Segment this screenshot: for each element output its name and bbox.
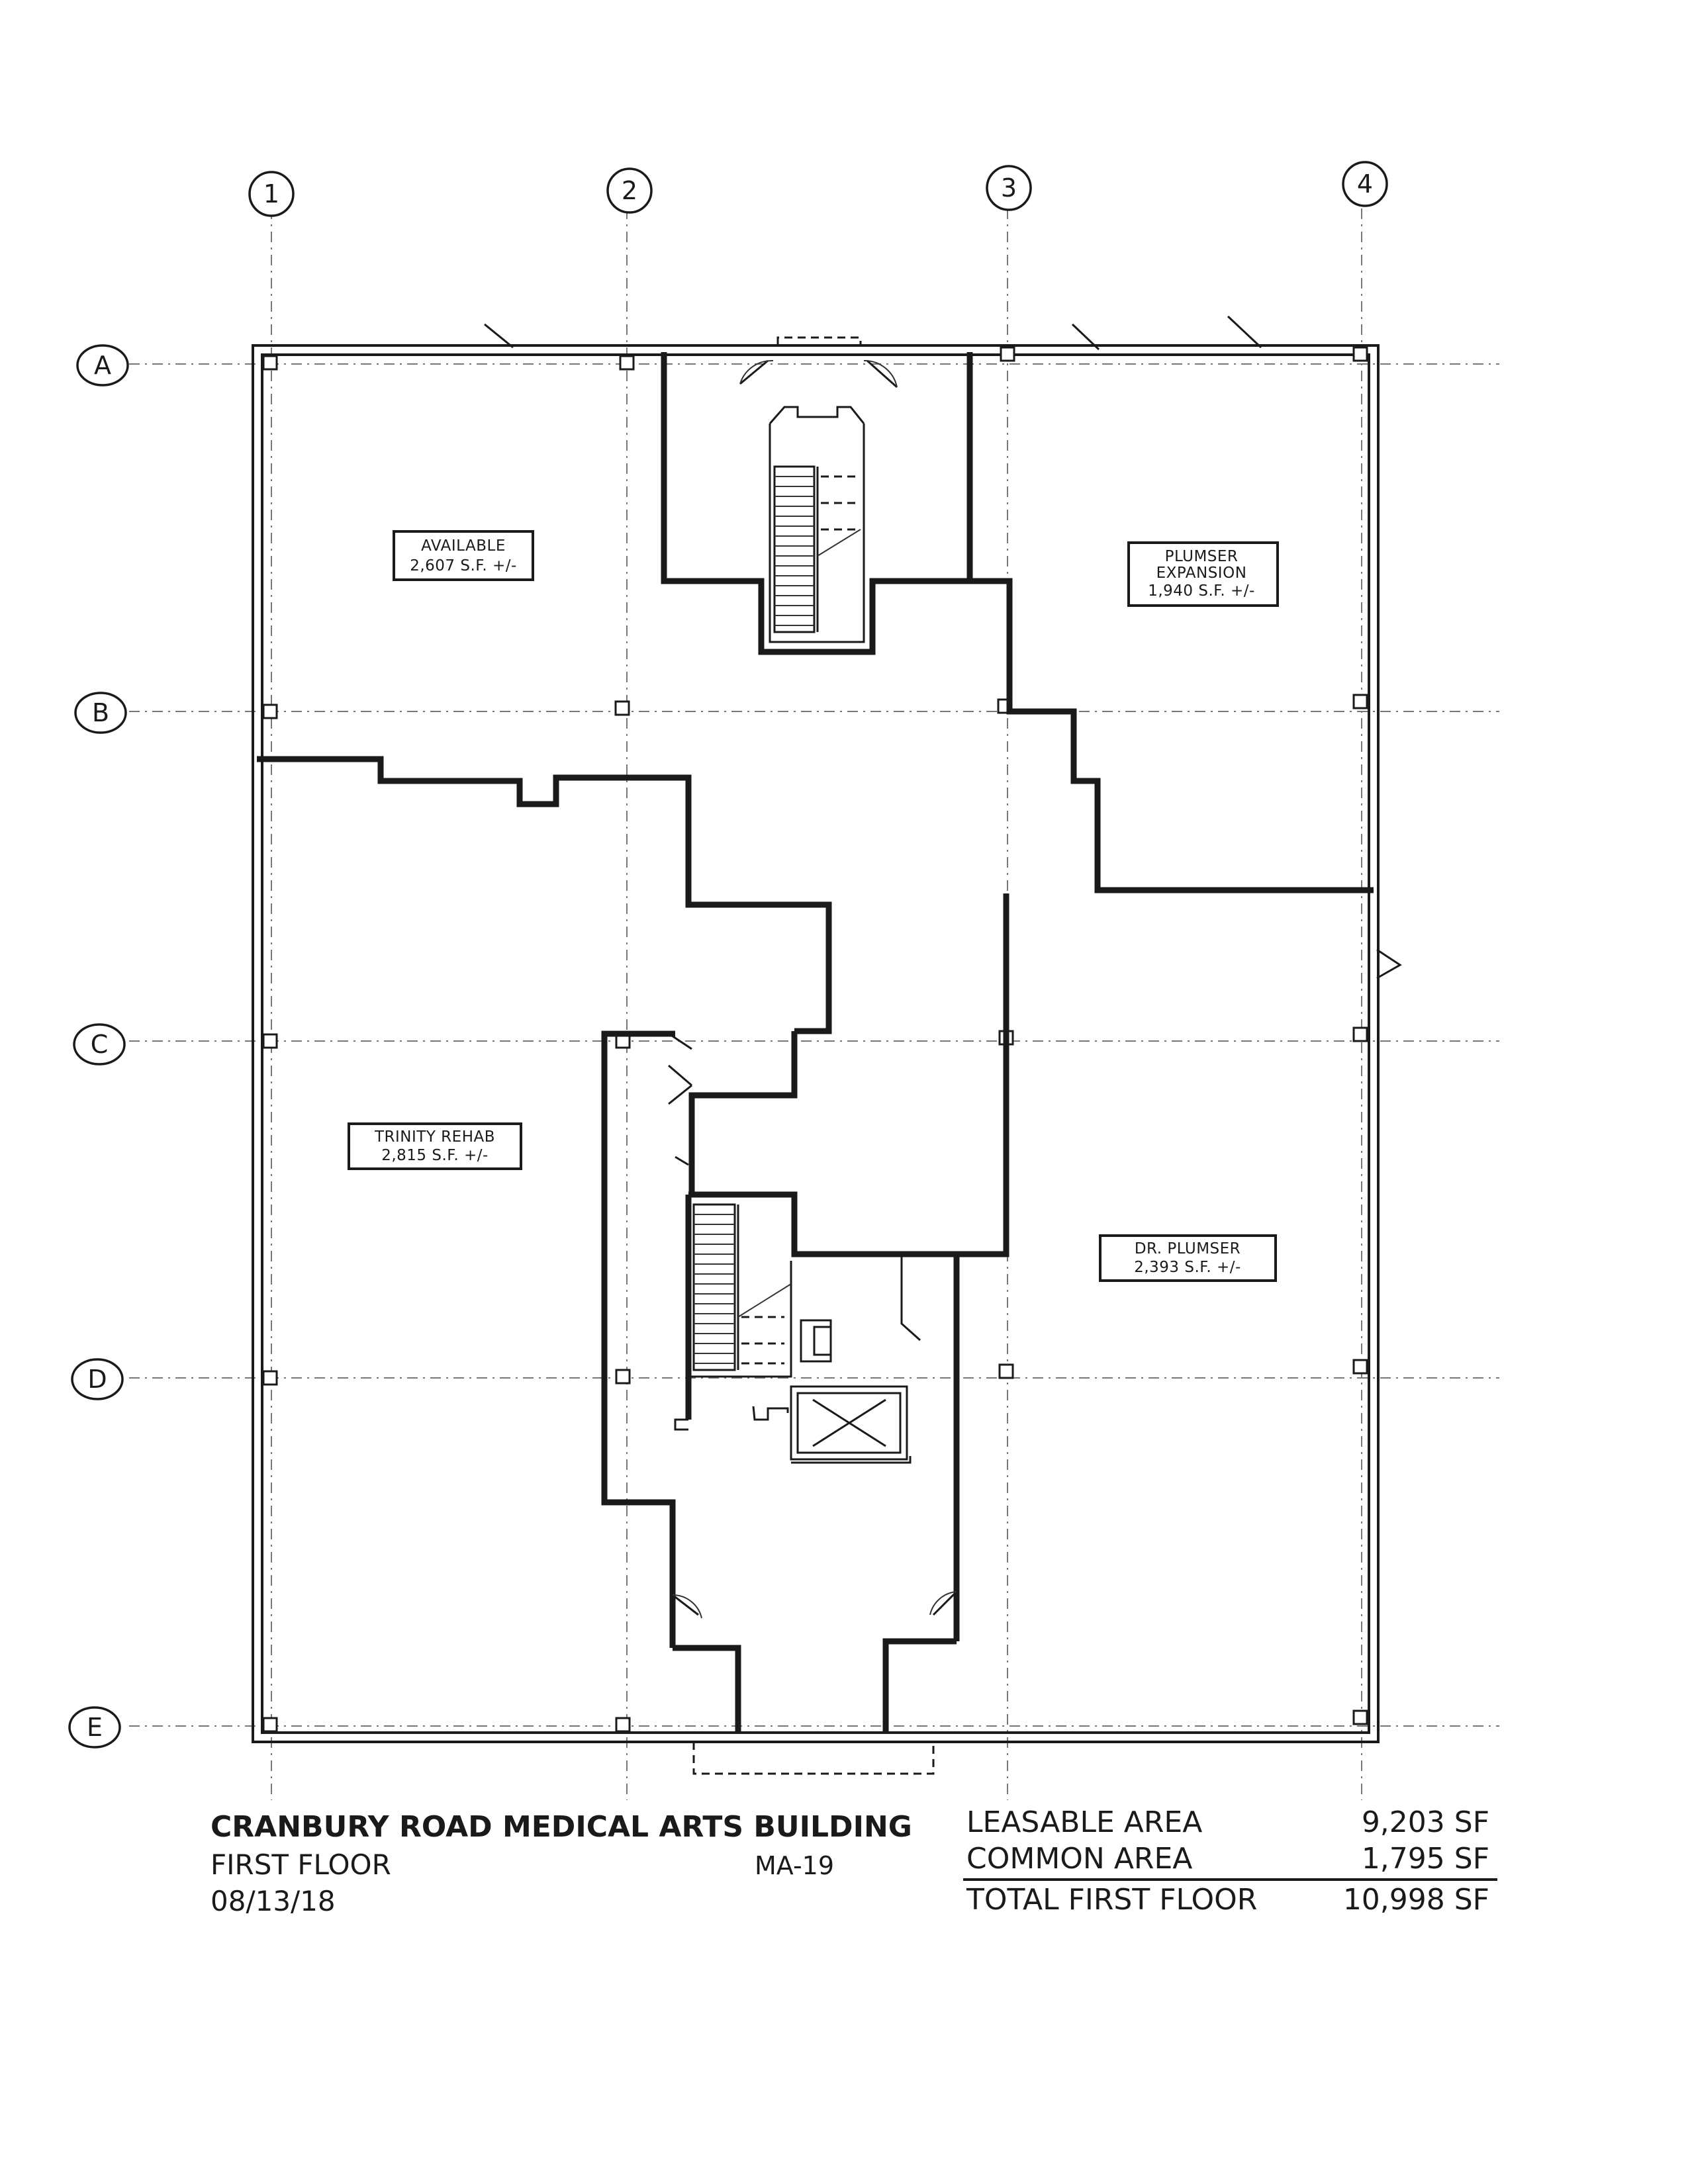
stair-treads xyxy=(774,476,814,626)
column xyxy=(262,704,278,719)
stair-b xyxy=(687,1198,792,1378)
room-label-available: AVAILABLE 2,607 S.F. +/- xyxy=(393,530,534,581)
column xyxy=(1352,1709,1368,1725)
column xyxy=(998,1363,1014,1379)
room-label-dr-plumser: DR. PLUMSER 2,393 S.F. +/- xyxy=(1099,1234,1277,1282)
grid-bubble-label: 1 xyxy=(263,179,279,208)
column xyxy=(1352,694,1368,709)
room-area: 1,940 S.F. +/- xyxy=(1148,582,1255,600)
grid-bubble-label: 4 xyxy=(1357,169,1373,199)
corridor-wall xyxy=(688,1031,798,1195)
grid-bubbles: 1 2 3 4 A B C D xyxy=(68,161,1388,1749)
plan-date: 08/13/18 xyxy=(211,1885,336,1917)
grid-bubble-col-3: 3 xyxy=(986,165,1032,211)
room-name: AVAILABLE xyxy=(421,537,506,555)
total-area-label: TOTAL FIRST FLOOR xyxy=(966,1883,1257,1917)
lobby-bottom-wall xyxy=(882,1638,957,1734)
room-name-line-2: EXPANSION xyxy=(1156,565,1247,582)
room-area: 2,815 S.F. +/- xyxy=(381,1147,489,1164)
common-area-label: COMMON AREA xyxy=(966,1842,1192,1876)
column xyxy=(262,1033,278,1049)
leasable-area-label: LEASABLE AREA xyxy=(966,1805,1202,1839)
trinity-rehab-east-wall xyxy=(601,1030,676,1648)
column xyxy=(619,355,635,371)
column xyxy=(614,700,630,716)
entrance-canopy xyxy=(692,1742,935,1775)
column xyxy=(262,1370,278,1386)
grid-bubble-label: B xyxy=(92,698,109,727)
grid-bubble-label: 3 xyxy=(1001,173,1017,203)
interior-walls xyxy=(257,352,1374,1734)
grid-bubble-row-E: E xyxy=(68,1706,121,1749)
doors xyxy=(484,315,1402,1619)
grid-bubble-label: 2 xyxy=(622,176,637,205)
grid-bubble-col-2: 2 xyxy=(606,167,653,214)
sheet-number: MA-19 xyxy=(755,1851,834,1880)
elevator xyxy=(790,1385,912,1464)
stair-a-enclosure-wall xyxy=(661,352,973,655)
floor-name: FIRST FLOOR xyxy=(211,1848,391,1881)
room-name: TRINITY REHAB xyxy=(374,1128,495,1146)
structural-columns xyxy=(262,346,1368,1733)
grid-bubble-label: A xyxy=(94,351,111,380)
common-area-value: 1,795 SF xyxy=(1362,1842,1489,1876)
interior-partition xyxy=(900,1256,921,1342)
room-area: 2,393 S.F. +/- xyxy=(1134,1259,1241,1276)
room-label-plumser-expansion: PLUMSER EXPANSION 1,940 S.F. +/- xyxy=(1127,541,1279,607)
exterior-wall xyxy=(252,344,1380,1743)
grid-lines xyxy=(129,208,1499,1800)
core-wall xyxy=(688,893,1009,1257)
grid-bubble-row-D: D xyxy=(71,1358,124,1400)
trinity-rehab-north-wall xyxy=(257,756,832,1034)
equipment xyxy=(674,1319,832,1431)
grid-bubble-col-1: 1 xyxy=(248,171,295,217)
stair-treads xyxy=(694,1214,735,1364)
column xyxy=(1352,346,1368,362)
total-area-value: 10,998 SF xyxy=(1343,1883,1489,1917)
column xyxy=(1352,1026,1368,1042)
area-summary: LEASABLE AREA 9,203 SF COMMON AREA 1,795… xyxy=(963,1805,1497,1917)
column xyxy=(262,355,278,371)
grid-bubble-label: E xyxy=(87,1713,103,1742)
stair-a xyxy=(769,406,865,643)
grid-bubble-label: C xyxy=(91,1030,109,1059)
room-name: DR. PLUMSER xyxy=(1135,1240,1241,1257)
column xyxy=(262,1717,278,1733)
room-label-trinity-rehab: TRINITY REHAB 2,815 S.F. +/- xyxy=(348,1122,522,1170)
building-name: CRANBURY ROAD MEDICAL ARTS BUILDING xyxy=(211,1810,912,1844)
corridor-east-wall-upper xyxy=(970,578,1374,893)
title-block: CRANBURY ROAD MEDICAL ARTS BUILDING FIRS… xyxy=(211,1810,912,1917)
room-name-line-1: PLUMSER xyxy=(1165,548,1239,565)
lobby-bottom-wall xyxy=(673,1645,741,1734)
column xyxy=(615,1369,631,1385)
grid-bubble-row-A: A xyxy=(76,344,129,387)
stair-a-canopy xyxy=(776,336,862,344)
column xyxy=(1000,346,1015,362)
grid-bubble-row-B: B xyxy=(74,692,127,734)
grid-bubble-label: D xyxy=(87,1365,107,1394)
grid-bubble-row-C: C xyxy=(73,1023,126,1066)
grid-bubble-col-4: 4 xyxy=(1342,161,1388,207)
column xyxy=(1352,1359,1368,1375)
column xyxy=(615,1717,631,1733)
leasable-area-value: 9,203 SF xyxy=(1362,1805,1489,1839)
room-area: 2,607 S.F. +/- xyxy=(410,557,517,574)
